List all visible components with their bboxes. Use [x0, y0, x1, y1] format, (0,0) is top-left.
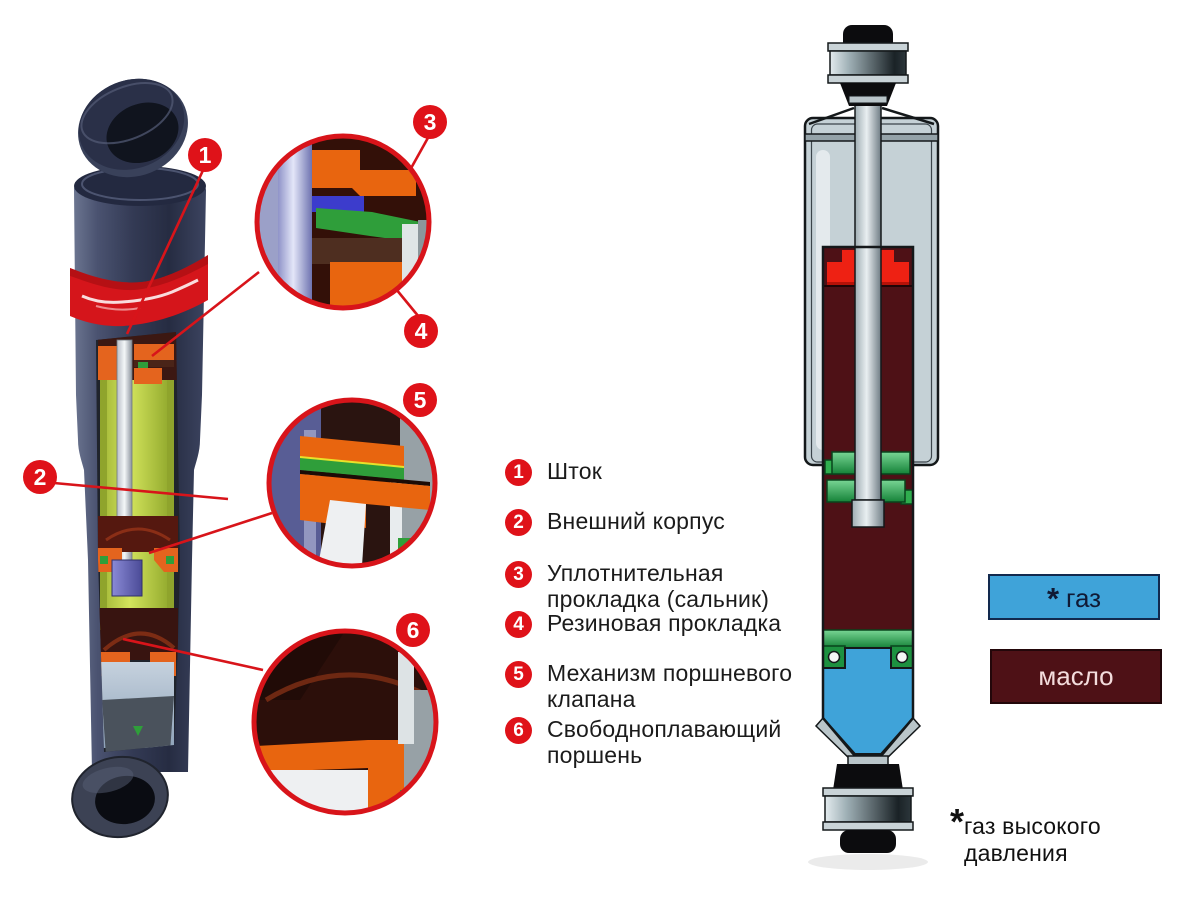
legend-badge-3: 3	[505, 561, 532, 588]
svg-text:4: 4	[415, 318, 428, 344]
svg-text:1: 1	[199, 142, 212, 168]
top-mount	[827, 25, 909, 106]
legend-label-1: Шток	[547, 458, 603, 484]
legend-label-4: Резиновая прокладка	[547, 610, 782, 636]
piston-rod	[854, 99, 882, 501]
callout-badges: 1 2 3 4 5 6	[23, 105, 447, 647]
callout-badge-5: 5	[403, 383, 437, 417]
bottom-mount	[822, 755, 914, 853]
rod-foot	[851, 499, 885, 528]
leader-lines	[53, 135, 431, 672]
callout-badge-1: 1	[188, 138, 222, 172]
gas-chamber	[823, 647, 913, 755]
rod-nut	[111, 559, 143, 597]
footnote-asterisk: *	[950, 801, 965, 842]
detail-circle-floating-piston	[251, 628, 439, 816]
oil-label: масло	[1038, 661, 1114, 691]
svg-text:2: 2	[34, 464, 47, 490]
detail-circle-piston-valve	[266, 397, 438, 569]
legend-item-5: 5 Механизм поршневого клапана	[505, 660, 801, 712]
legend-badge-4: 4	[505, 611, 532, 638]
piston-valve-area	[98, 516, 178, 552]
callout-badge-6: 6	[396, 613, 430, 647]
gas-label: газ	[1066, 583, 1102, 613]
footnote: * газ высокого давления	[950, 804, 1200, 867]
legend-label-3: Уплотнительная прокладка (сальник)	[547, 560, 770, 612]
legend-item-6: 6 Свободноплавающий поршень	[505, 716, 801, 768]
color-key-gas: *газ	[988, 574, 1160, 620]
callout-badge-2: 2	[23, 460, 57, 494]
top-eyelet	[78, 78, 188, 178]
cutaway-interior	[96, 332, 180, 752]
svg-text:5: 5	[414, 387, 427, 413]
legend-label-5: Механизм поршневого клапана	[547, 660, 793, 712]
bottom-eyelet	[71, 755, 169, 839]
ground-shadow	[808, 854, 928, 870]
footnote-text: газ высокого давления	[964, 813, 1101, 866]
callout-badge-3: 3	[413, 105, 447, 139]
svg-text:3: 3	[424, 109, 437, 135]
legend-badge-2: 2	[505, 509, 532, 536]
detail-circle-seal	[254, 133, 432, 311]
legend-badge-5: 5	[505, 661, 532, 688]
cutaway-shock-absorber-illustration: 1 2 3 4 5 6	[23, 78, 447, 839]
gas-asterisk: *	[1046, 581, 1060, 616]
legend-item-4: 4 Резиновая прокладка	[505, 610, 801, 638]
brand-band	[70, 255, 208, 327]
svg-text:6: 6	[407, 617, 420, 643]
legend-item-3: 3 Уплотнительная прокладка (сальник)	[505, 560, 801, 612]
legend-label-2: Внешний корпус	[547, 508, 725, 534]
legend-badge-1: 1	[505, 459, 532, 486]
brand-text-squiggle	[81, 278, 199, 304]
legend-item-1: 1 Шток	[505, 458, 801, 486]
legend-label-6: Свободноплавающий поршень	[547, 716, 782, 768]
callout-badge-4: 4	[404, 314, 438, 348]
legend-item-2: 2 Внешний корпус	[505, 508, 801, 536]
legend-badge-6: 6	[505, 717, 532, 744]
schematic-shock-absorber-diagram	[803, 25, 940, 870]
color-key-oil: масло	[990, 649, 1162, 704]
